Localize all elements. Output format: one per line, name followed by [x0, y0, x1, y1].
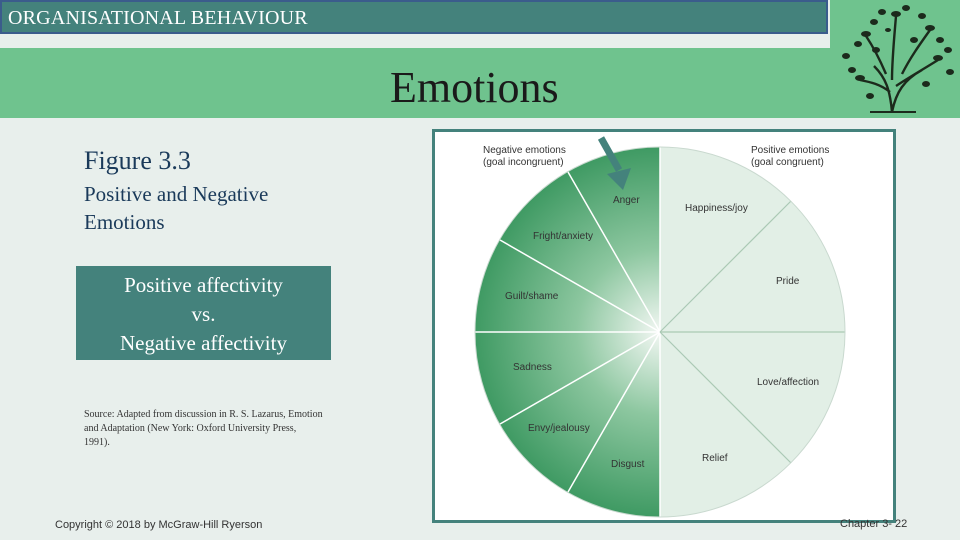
title-band	[0, 48, 960, 118]
positive-heading-2: (goal congruent)	[751, 157, 824, 168]
positive-heading-1: Positive emotions	[751, 145, 829, 156]
label-sadness: Sadness	[513, 362, 552, 373]
label-guilt-shame: Guilt/shame	[505, 291, 559, 302]
label-anger: Anger	[613, 195, 640, 206]
page-number: Chapter 3- 22	[840, 518, 908, 530]
label-envy-jealousy: Envy/jealousy	[528, 423, 590, 434]
label-pride: Pride	[776, 276, 800, 287]
emotion-wheel: Negative emotions (goal incongruent) Pos…	[474, 136, 846, 518]
negative-heading-1: Negative emotions	[483, 145, 566, 156]
figure-label: Figure 3.3	[84, 146, 191, 175]
wheel-spokes	[475, 147, 661, 517]
affect-line-3: Negative affectivity	[120, 331, 287, 355]
label-disgust: Disgust	[611, 459, 645, 470]
course-title: ORGANISATIONAL BEHAVIOUR	[8, 7, 308, 29]
emotion-wheel-figure: Negative emotions (goal incongruent) Pos…	[432, 129, 896, 523]
figure-caption: Positive and Negative Emotions	[84, 182, 269, 234]
tree-icon	[842, 5, 954, 113]
course-header-bar: ORGANISATIONAL BEHAVIOUR	[0, 0, 828, 34]
label-relief: Relief	[702, 453, 728, 464]
label-love-affection: Love/affection	[757, 377, 819, 388]
affect-line-1: Positive affectivity	[124, 273, 283, 297]
copyright: Copyright © 2018 by McGraw-Hill Ryerson	[55, 519, 263, 531]
slide-title: Emotions	[390, 63, 559, 112]
wheel-outline	[474, 146, 846, 518]
arrow-icon	[597, 136, 631, 190]
affectivity-box: Positive affectivity vs. Negative affect…	[76, 266, 331, 360]
label-happiness-joy: Happiness/joy	[685, 203, 748, 214]
label-fright-anxiety: Fright/anxiety	[533, 231, 593, 242]
negative-heading-2: (goal incongruent)	[483, 157, 564, 168]
wheel-spokes-positive	[659, 200, 845, 464]
tree-decoration	[830, 0, 960, 118]
source-note: Source: Adapted from discussion in R. S.…	[84, 409, 323, 448]
affect-line-2: vs.	[191, 302, 216, 326]
